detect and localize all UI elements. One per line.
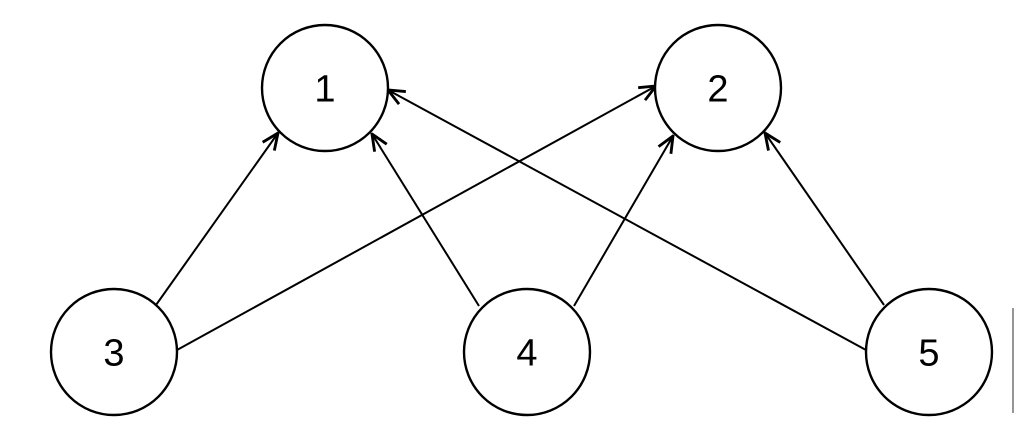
nodes-layer: 1 2 3 4 5 [49, 23, 994, 417]
edge-5-to-2 [765, 133, 885, 306]
node-circle-1 [260, 23, 390, 153]
node-label-4: 4 [516, 333, 537, 375]
node-label-1: 1 [314, 69, 335, 111]
edge-4-to-2 [573, 136, 673, 307]
edges-layer [155, 86, 885, 351]
node-circle-5 [864, 287, 994, 417]
edge-5-to-1 [388, 90, 867, 351]
node-label-2: 2 [707, 69, 728, 111]
node-circle-2 [653, 23, 783, 153]
node-label-5: 5 [918, 333, 939, 375]
node-label-3: 3 [103, 333, 124, 375]
edge-4-to-1 [372, 134, 480, 307]
edge-3-to-2 [176, 86, 656, 351]
node-circle-3 [49, 287, 179, 417]
node-circle-4 [462, 287, 592, 417]
edge-3-to-1 [155, 133, 278, 306]
